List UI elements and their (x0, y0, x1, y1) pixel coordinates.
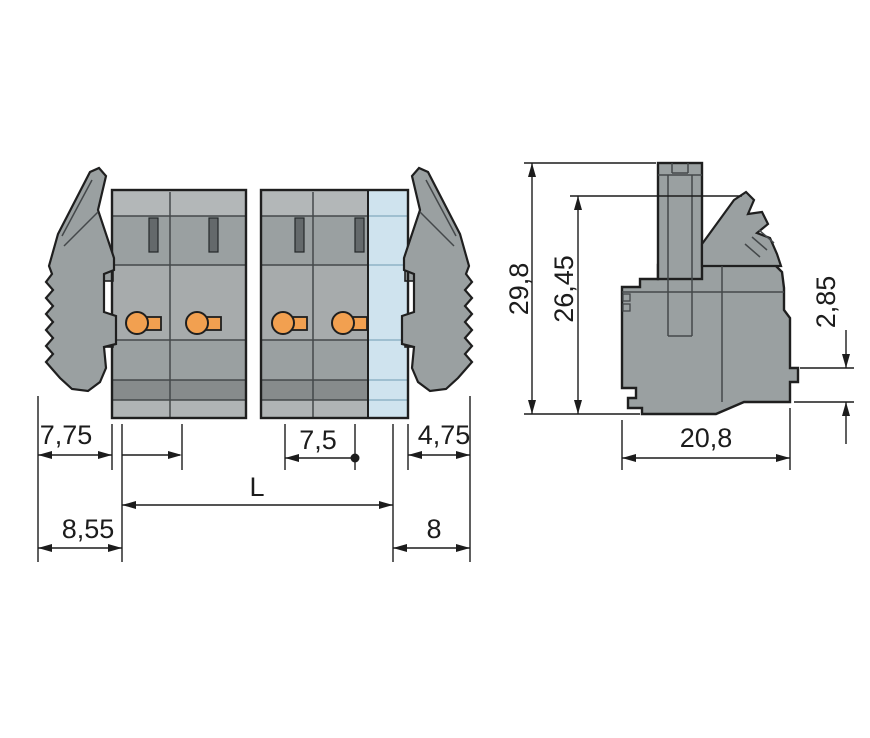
front-view: 7,75 7,5 4,75 (37, 166, 474, 562)
dimension-total-length: L (122, 472, 393, 509)
dimension-edge-offset-right: 8 (393, 514, 470, 552)
highlighted-pole-lines (368, 215, 408, 401)
body-left-feature-lines (112, 192, 246, 417)
body-slot (294, 217, 305, 253)
dimension-label: 8 (426, 514, 441, 544)
body-slot (354, 217, 365, 253)
dimension-overall-height: 29,8 (504, 163, 536, 414)
body-left-bottom-strip (112, 400, 246, 418)
connector-body-left-segment (102, 188, 248, 420)
side-view-dimensions: 29,8 26,45 2,85 20,8 (504, 162, 854, 470)
side-latch (700, 190, 783, 268)
body-left-top-strip (112, 190, 246, 216)
contact-pin (331, 311, 368, 335)
dimension-label: 4,75 (418, 420, 471, 450)
front-view-dimensions: 7,75 7,5 4,75 (37, 396, 471, 562)
dimension-lever-width-right: 4,75 (408, 420, 470, 459)
contact-pins (125, 311, 368, 335)
dimension-pole-pitch: 7,5 (285, 425, 360, 463)
connector-body-right-segment (259, 188, 416, 420)
extension-lines (524, 162, 854, 470)
dimension-label: 29,8 (504, 263, 534, 316)
contact-pin (271, 311, 308, 335)
side-front-notch (622, 303, 631, 312)
dimension-dot (350, 453, 360, 463)
dimension-label: L (249, 472, 264, 502)
side-housing (620, 263, 800, 416)
highlighted-pole (367, 189, 409, 419)
dimension-label: 26,45 (549, 255, 579, 323)
dimension-label: 20,8 (680, 423, 733, 453)
dimension-height-to-latch: 26,45 (549, 196, 582, 414)
body-right-outline (259, 188, 410, 420)
dimension-overall-depth: 20,8 (622, 423, 790, 462)
lever-right-body (400, 166, 474, 393)
body-slot (208, 217, 219, 253)
side-plug-tower (656, 161, 704, 337)
dimension-edge-offset-left: 8,55 (38, 514, 122, 552)
side-view: 29,8 26,45 2,85 20,8 (504, 161, 854, 470)
locking-lever-right (400, 166, 474, 393)
dimension-pitch-tick (122, 451, 182, 459)
dimension-label: 7,75 (40, 420, 93, 450)
dimension-label: 8,55 (62, 514, 115, 544)
extension-lines (37, 396, 471, 562)
contact-pin (125, 311, 162, 335)
body-left-outline (110, 188, 248, 420)
contact-pin (185, 311, 222, 335)
lever-left-body (44, 166, 118, 393)
highlighted-pole-fill (368, 190, 408, 418)
side-housing-detail (622, 266, 784, 402)
lever-left-detail (61, 179, 99, 247)
body-left-flange (112, 380, 246, 400)
dimension-lever-width-left: 7,75 (38, 420, 112, 459)
lever-right-detail (419, 179, 457, 247)
latch-serrations (744, 229, 775, 258)
dimension-label: 7,5 (299, 425, 337, 455)
dimension-label: 2,85 (811, 276, 841, 329)
side-front-notch (622, 293, 631, 302)
body-slot (148, 217, 159, 253)
body-right-feature-lines (261, 192, 408, 417)
locking-lever-left (44, 166, 118, 393)
tower-detail (658, 163, 702, 337)
dimension-foot-height: 2,85 (811, 276, 850, 444)
